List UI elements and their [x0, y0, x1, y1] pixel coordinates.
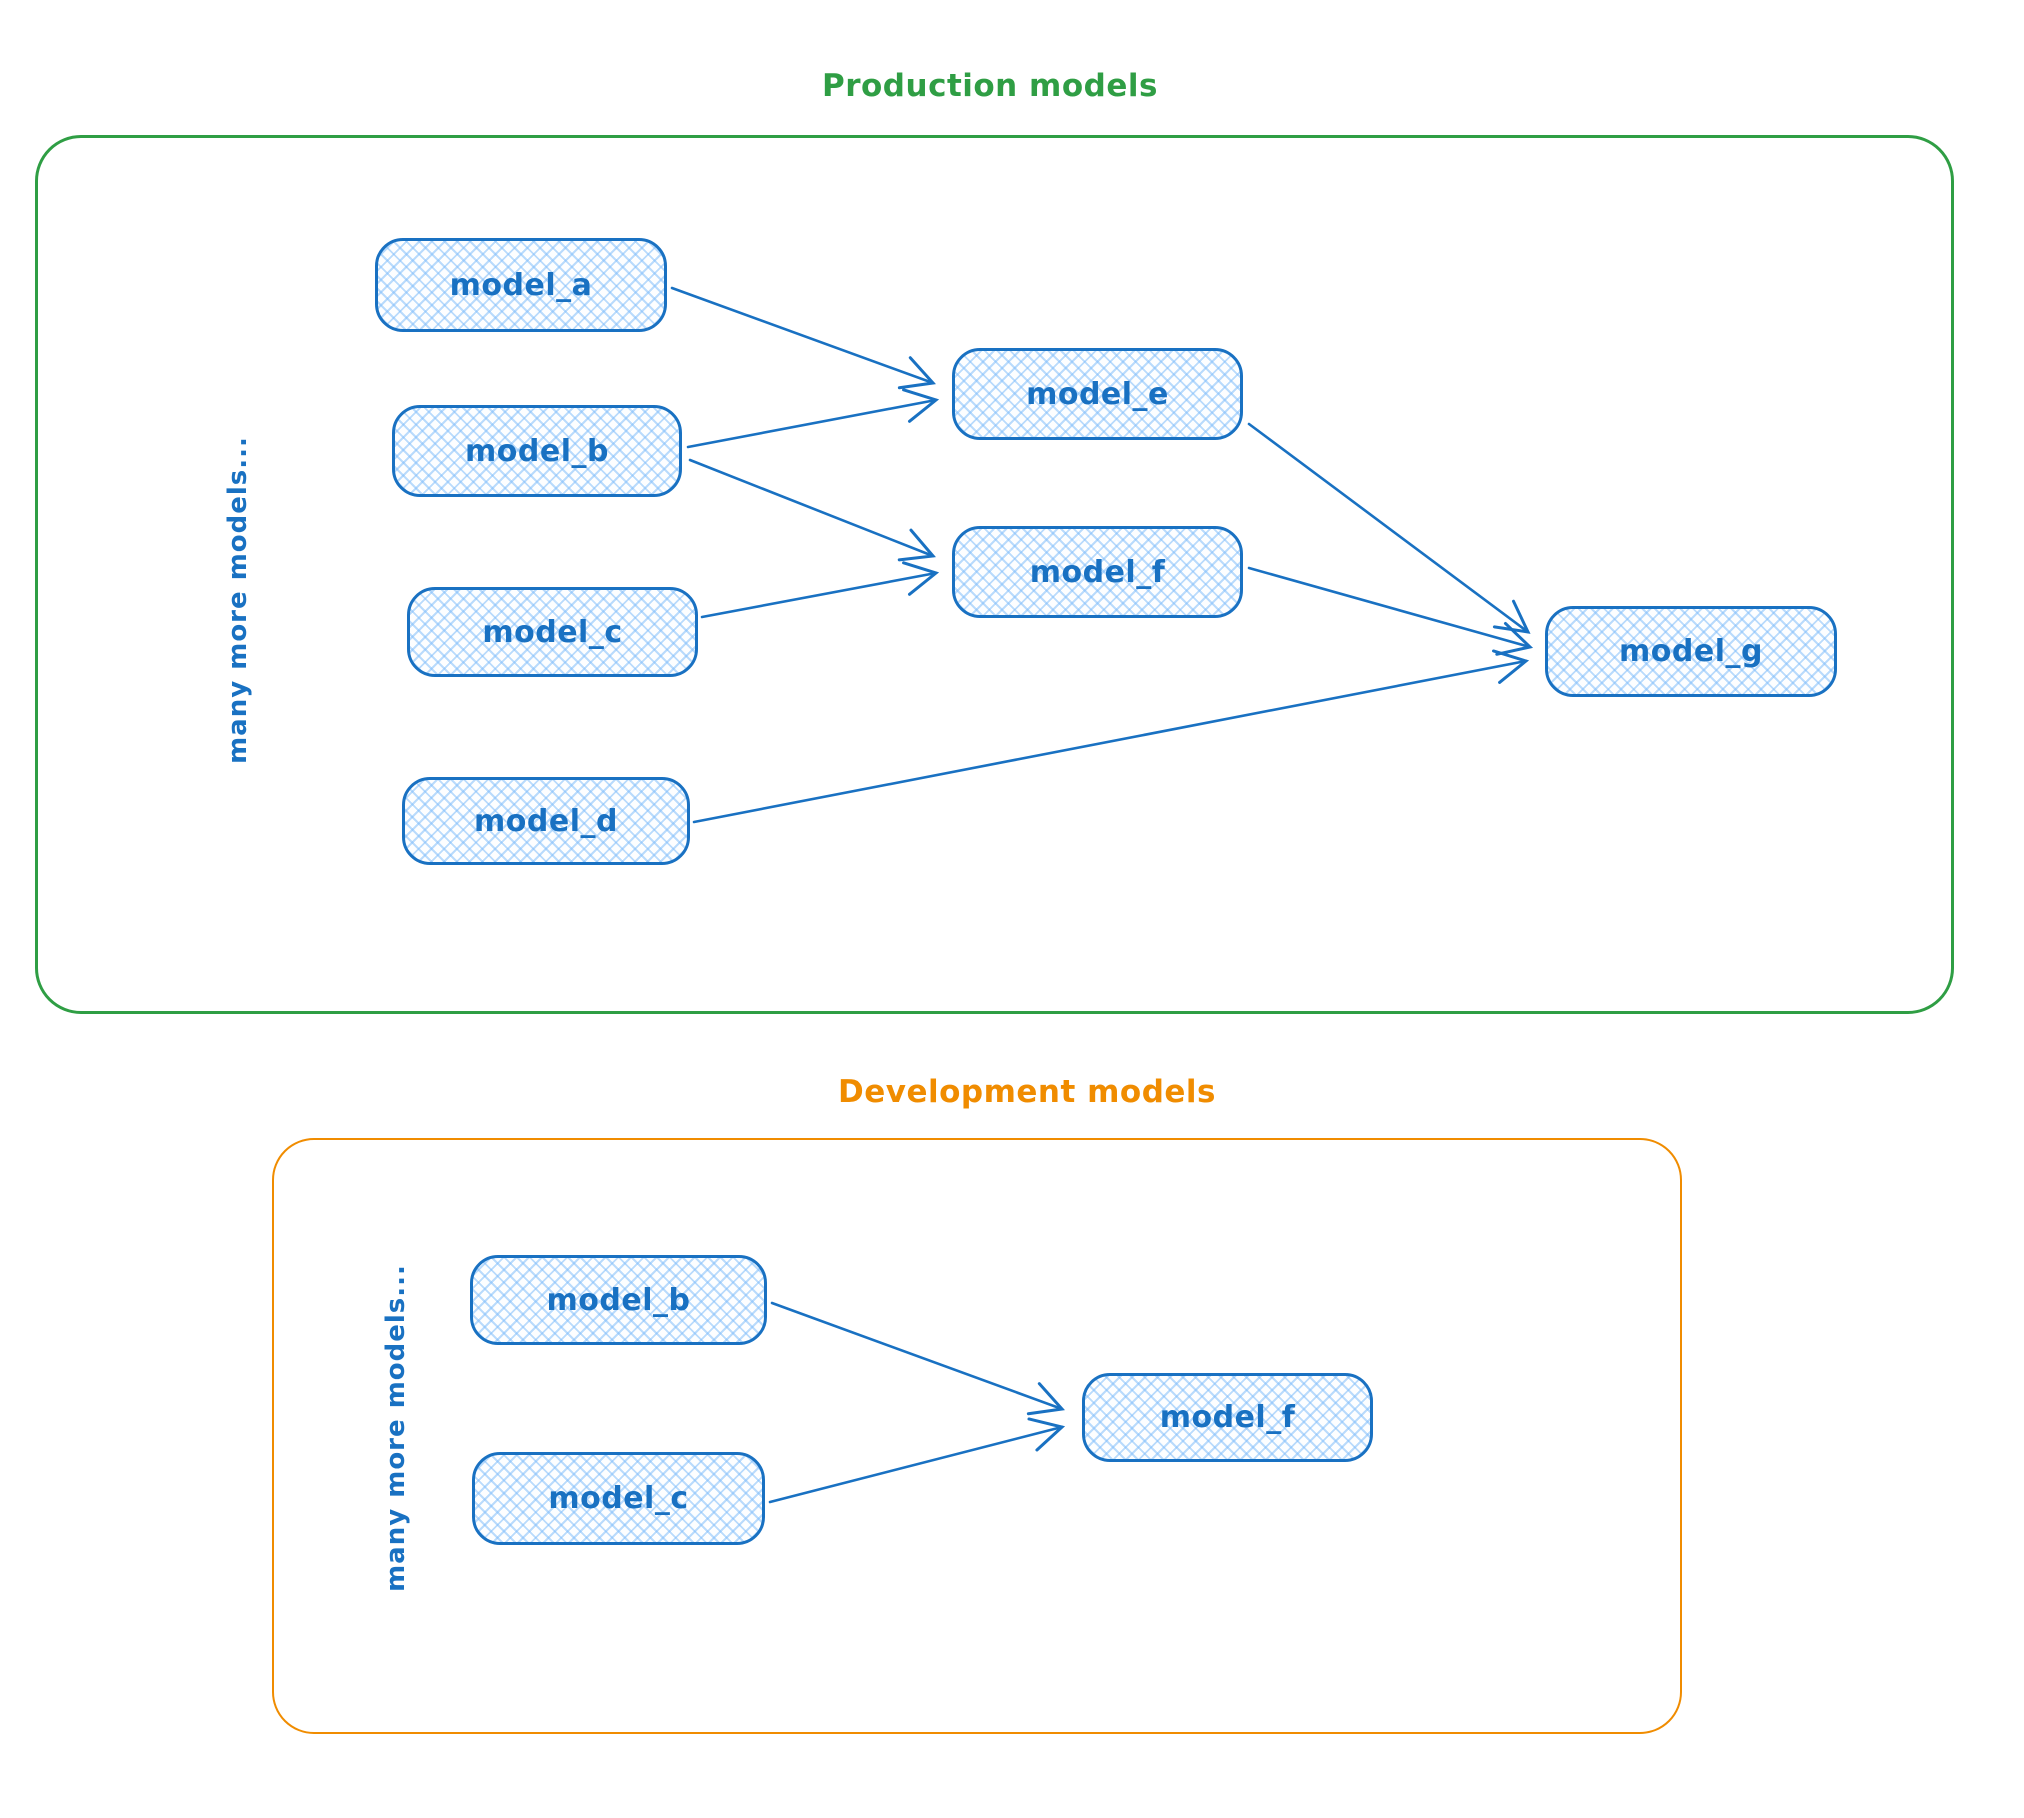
- node-model_d: model_d: [402, 777, 690, 865]
- node-model_g: model_g: [1545, 606, 1837, 697]
- development-section-title: Development models: [838, 1074, 1217, 1110]
- node-model_e: model_e: [952, 348, 1243, 440]
- node-model_b-label: model_b: [465, 433, 609, 469]
- dev-node-model_c: model_c: [472, 1452, 765, 1545]
- dev-node-model_f-label: model_f: [1159, 1400, 1296, 1435]
- node-model_f: model_f: [952, 526, 1243, 618]
- node-model_c-label: model_c: [482, 614, 623, 650]
- production-section-title: Production models: [822, 68, 1158, 104]
- production-frame: [35, 135, 1954, 1014]
- dev-node-model_c-label: model_c: [548, 1481, 689, 1516]
- node-model_g-label: model_g: [1619, 634, 1763, 669]
- node-model_e-label: model_e: [1026, 376, 1169, 412]
- node-model_a-label: model_a: [449, 267, 593, 303]
- development-many-more-models-label: many more models...: [381, 1264, 411, 1592]
- dev-node-model_f: model_f: [1082, 1373, 1373, 1462]
- development-frame: [272, 1138, 1682, 1734]
- production-many-more-models-label: many more models...: [223, 436, 253, 764]
- node-model_b: model_b: [392, 405, 682, 497]
- dev-node-model_b-label: model_b: [546, 1282, 691, 1318]
- node-model_a: model_a: [375, 238, 667, 332]
- node-model_d-label: model_d: [474, 803, 618, 839]
- dev-node-model_b: model_b: [470, 1255, 767, 1345]
- node-model_f-label: model_f: [1029, 554, 1166, 590]
- node-model_c: model_c: [407, 587, 698, 677]
